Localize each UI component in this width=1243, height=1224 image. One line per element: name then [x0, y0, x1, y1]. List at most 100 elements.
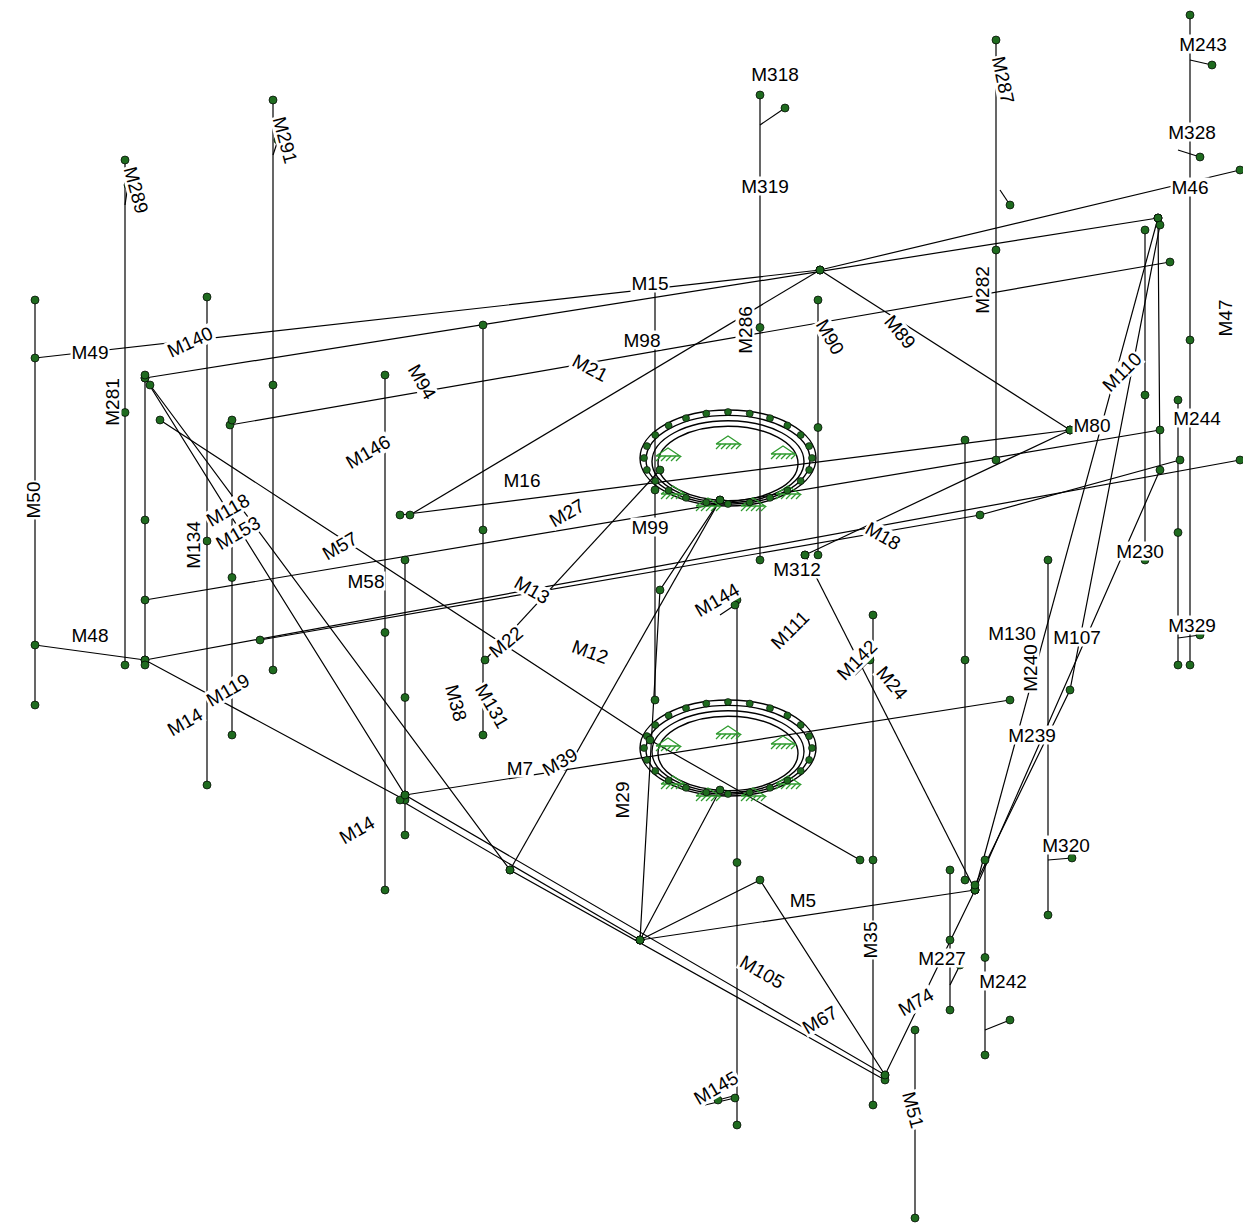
- joint-dot: [806, 733, 813, 740]
- joint-dot: [1044, 911, 1052, 919]
- joint-dot: [665, 422, 672, 429]
- member-label: M312: [772, 560, 822, 579]
- joint-dot: [381, 886, 389, 894]
- joint-dot: [703, 700, 710, 707]
- member-line: [145, 218, 1158, 378]
- joint-dot: [946, 1006, 954, 1014]
- member-label: M105: [736, 951, 788, 992]
- member-label: M243: [1178, 35, 1228, 54]
- ring-member: [640, 700, 816, 796]
- member-label: M48: [71, 626, 110, 645]
- joint-dot: [911, 1214, 919, 1222]
- joint-dot: [636, 936, 644, 944]
- joint-dot: [703, 499, 710, 506]
- joint-dot: [1006, 1016, 1014, 1024]
- member-label: M130: [987, 624, 1037, 643]
- member-label: M287: [989, 54, 1018, 106]
- joint-dot: [961, 876, 969, 884]
- joint-dot: [1208, 61, 1216, 69]
- joint-dot: [992, 456, 1000, 464]
- member-line: [510, 500, 720, 870]
- member-label: M318: [750, 65, 800, 84]
- joint-dot: [781, 104, 789, 112]
- joint-dot: [656, 586, 664, 594]
- joint-dot: [156, 416, 164, 424]
- joint-dot: [784, 422, 791, 429]
- joint-dot: [652, 478, 659, 485]
- joint-dot: [31, 701, 39, 709]
- member-label: M24: [872, 662, 912, 704]
- joint-dot: [121, 409, 129, 417]
- support-symbol: [661, 776, 686, 789]
- support-symbol: [656, 448, 681, 461]
- member-label: M47: [1216, 299, 1235, 338]
- ring-member: [658, 716, 798, 790]
- member-line: [160, 420, 860, 860]
- member-line: [820, 270, 1070, 430]
- joint-dot: [31, 354, 39, 362]
- member-label: M328: [1167, 123, 1217, 142]
- joint-dot: [716, 496, 724, 504]
- joint-dot: [1196, 153, 1204, 161]
- joint-dot: [981, 954, 989, 962]
- member-label: M5: [789, 891, 817, 910]
- joint-dot: [961, 656, 969, 664]
- joint-dot: [911, 1026, 919, 1034]
- member-label: M244: [1172, 409, 1222, 428]
- member-label: M14: [163, 704, 206, 740]
- member-label: M15: [631, 274, 670, 293]
- joint-dot: [401, 831, 409, 839]
- joint-dot: [479, 321, 487, 329]
- joint-dot: [396, 511, 404, 519]
- joint-dot: [1006, 201, 1014, 209]
- joint-dot: [1236, 456, 1243, 464]
- member-line: [145, 218, 1160, 1075]
- joint-dot: [683, 784, 690, 791]
- joint-dot: [746, 499, 753, 506]
- joint-dot: [256, 636, 264, 644]
- joint-dot: [767, 415, 774, 422]
- joint-dot: [1141, 226, 1149, 234]
- member-label: M22: [485, 622, 527, 662]
- joint-dot: [971, 881, 979, 889]
- member-label: M107: [1052, 628, 1102, 647]
- joint-dot: [228, 574, 236, 582]
- joint-dot: [725, 699, 732, 706]
- member-label: M144: [691, 579, 743, 620]
- joint-dot: [506, 866, 514, 874]
- member-line: [805, 555, 975, 890]
- support-symbol: [771, 446, 796, 459]
- member-label: M16: [503, 471, 542, 490]
- support-symbol: [776, 486, 801, 499]
- member-label: M12: [568, 636, 611, 667]
- member-label: M119: [202, 670, 253, 711]
- joint-dot: [1186, 336, 1194, 344]
- joint-dot: [756, 876, 764, 884]
- member-label: M289: [120, 164, 151, 217]
- joint-dot: [31, 641, 39, 649]
- joint-dot: [946, 936, 954, 944]
- joint-dot: [652, 768, 659, 775]
- member-label: M67: [798, 1002, 841, 1038]
- joint-dot: [506, 866, 514, 874]
- member-line: [145, 460, 1240, 660]
- member-label: M74: [894, 984, 937, 1020]
- joint-dot: [767, 784, 774, 791]
- joint-dot: [816, 266, 824, 274]
- joint-dot: [856, 856, 864, 864]
- joint-dot: [756, 556, 764, 564]
- member-line: [35, 645, 405, 800]
- member-label: M29: [613, 781, 632, 820]
- joint-dot: [401, 791, 409, 799]
- member-label: M99: [631, 518, 670, 537]
- joint-dot: [1156, 221, 1164, 229]
- member-line: [640, 880, 885, 1075]
- joint-dot: [1236, 166, 1243, 174]
- joint-dot: [141, 661, 149, 669]
- joint-dot: [767, 494, 774, 501]
- joint-dot: [646, 736, 654, 744]
- member-label: M89: [880, 311, 920, 353]
- joint-dot: [479, 731, 487, 739]
